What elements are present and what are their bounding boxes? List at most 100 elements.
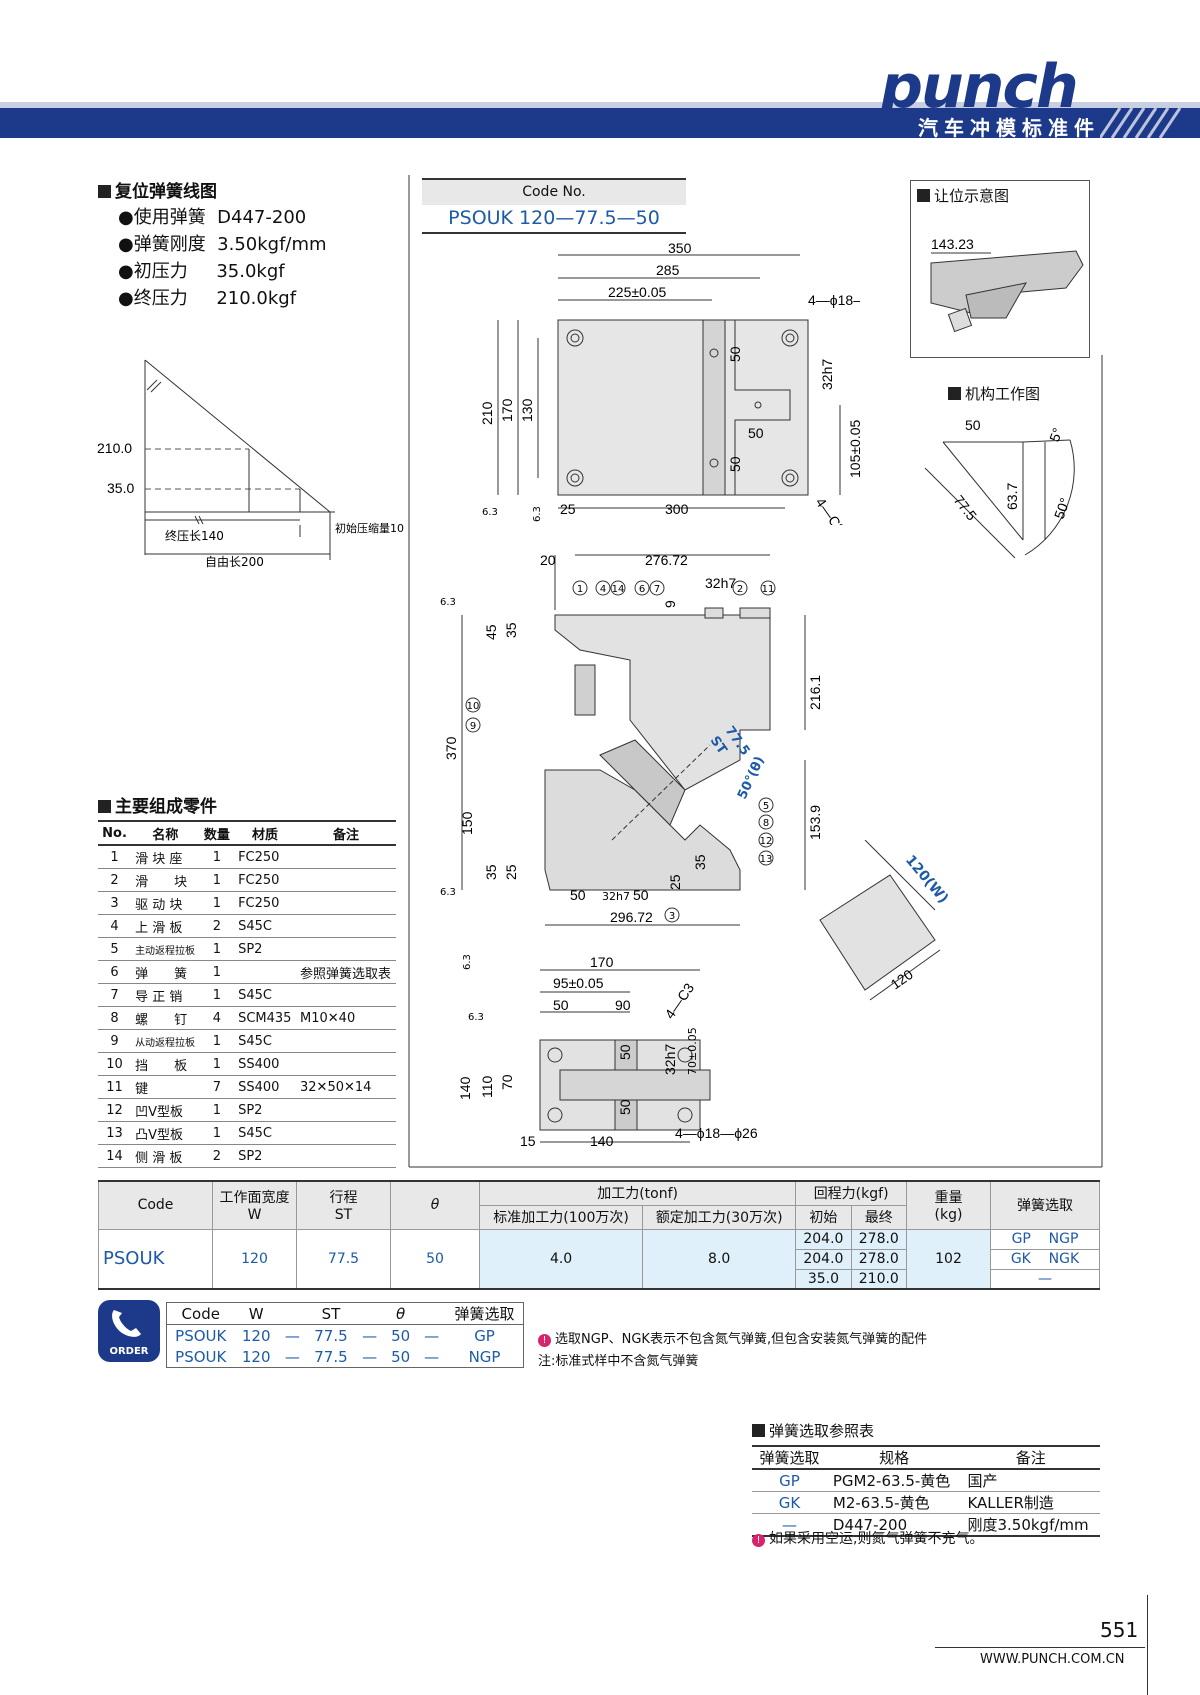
footer-line [935,1647,1145,1648]
part-remark [296,914,396,938]
part-no: 12 [98,1098,132,1122]
order-badge[interactable]: ORDER [98,1300,160,1362]
side-dim-9: 9 [662,600,678,608]
side-dim-35a: 35 [503,622,519,638]
top-dim-105: 105±0.05 [847,419,860,478]
td-code: PSOUK [98,1228,213,1290]
th-code: Code [98,1180,213,1230]
part-qty: 1 [199,891,235,915]
part-name: 螺 钉 [131,1006,200,1030]
td-spring: GP NGP [990,1228,1100,1250]
ref-title: 弹簧选取参照表 [752,1420,874,1441]
page-number: 551 [1100,1618,1139,1642]
spec-label: ●终压力 [118,288,188,309]
side-dim-370: 370 [443,736,459,760]
clearance-dim: 143.23 [931,236,974,252]
part-qty: 2 [199,1144,235,1168]
spring-title: 复位弹簧线图 [98,177,217,202]
spring-specs: ●使用弹簧 D447-200 ●弹簧刚度 3.50kgf/mm ●初压力 35.… [118,204,327,312]
phone-icon [112,1310,141,1337]
callout-9: 9 [470,721,476,732]
side-dim-35b: 35 [483,864,499,880]
side-dim-50b: 50 [633,887,649,903]
part-no: 5 [98,937,132,961]
clearance-box: 让位示意图 143.23 [910,180,1090,358]
side-dim-theta: 50°(θ) [735,754,768,801]
top-rough-b: 6.3 [532,506,543,522]
ref-col-spring: 弹簧选取 [752,1445,827,1470]
bottom-view-drawing: 170 95±0.05 50 90 4—C3 50 32h7 70±0.05 5… [457,954,758,1149]
ref-col-spec: 规格 [826,1445,962,1470]
side-dim-35c: 35 [692,854,708,870]
brand-subtitle: 汽车冲模标准件 [918,116,1100,140]
callout-4: 4 [600,584,606,595]
td-theta: 50 [390,1228,480,1290]
part-no: 10 [98,1052,132,1076]
top-dim-285: 285 [656,262,680,278]
order-note-1: !选取NGP、NGK表示不包含氮气弹簧,但包含安装氮气弹簧的配件 [538,1328,927,1347]
part-material: SP2 [234,1098,297,1122]
chart-label-free: 自由长200 [205,555,264,569]
side-dim-32h7b: 32h7 [602,890,630,903]
part-material: FC250 [234,891,297,915]
td-std: 4.0 [478,1228,644,1290]
th-theta: θ [390,1180,480,1230]
part-name: 侧 滑 板 [131,1144,200,1168]
part-remark [296,1052,396,1076]
part-qty: 1 [199,845,235,869]
td-spring: GK NGK [990,1248,1100,1270]
td-spring: — [990,1268,1100,1290]
chart-label-final: 终压长140 [165,528,224,543]
th-force: 加工力(tonf) [478,1180,797,1206]
part-name: 凸V型板 [131,1121,200,1145]
part-remark: 参照弹簧选取表 [296,960,396,984]
part-material: SP2 [234,1144,297,1168]
side-dim-45: 45 [483,624,499,640]
part-qty: 1 [199,983,235,1007]
bot-rough-a: 6.3 [462,954,473,970]
callout-11: 11 [762,584,775,595]
td-weight: 102 [906,1228,991,1290]
ord-col-code: Code [166,1302,235,1325]
callout-14: 14 [612,584,625,595]
part-material: SCM435 [234,1006,297,1030]
spec-value: 3.50kgf/mm [217,234,327,255]
footer-rule [1147,1595,1148,1695]
part-remark: M10✕40 [296,1006,396,1030]
bot-dim-140a: 140 [457,1076,473,1100]
footer-url[interactable]: WWW.PUNCH.COM.CN [980,1652,1125,1667]
part-material: SS400 [234,1052,297,1076]
bot-dim-90: 90 [615,997,631,1013]
header-hatch [1100,108,1182,138]
part-name: 滑 块 [131,868,200,892]
chart-y-high: 210.0 [97,440,132,456]
side-dim-276: 276.72 [645,552,688,568]
bot-dim-70: 70±0.05 [686,1027,699,1075]
td-rated: 8.0 [642,1228,797,1290]
callout-3: 3 [669,911,675,922]
spec-value: D447-200 [217,207,307,228]
top-dim-25: 25 [560,501,576,517]
part-no: 14 [98,1144,132,1168]
order-note-2: 注:标准式样中不含氮气弹簧 [538,1354,699,1369]
side-dim-296: 296.72 [610,909,653,925]
part-material: FC250 [234,868,297,892]
alert-icon: ! [538,1334,551,1347]
th-rated-force: 额定加工力(30万次) [642,1204,797,1230]
top-dim-50b: 50 [748,425,764,441]
side-dim-20: 20 [540,552,556,568]
mech-dim-50: 50 [965,417,981,433]
td-init: 204.0 [795,1228,852,1250]
